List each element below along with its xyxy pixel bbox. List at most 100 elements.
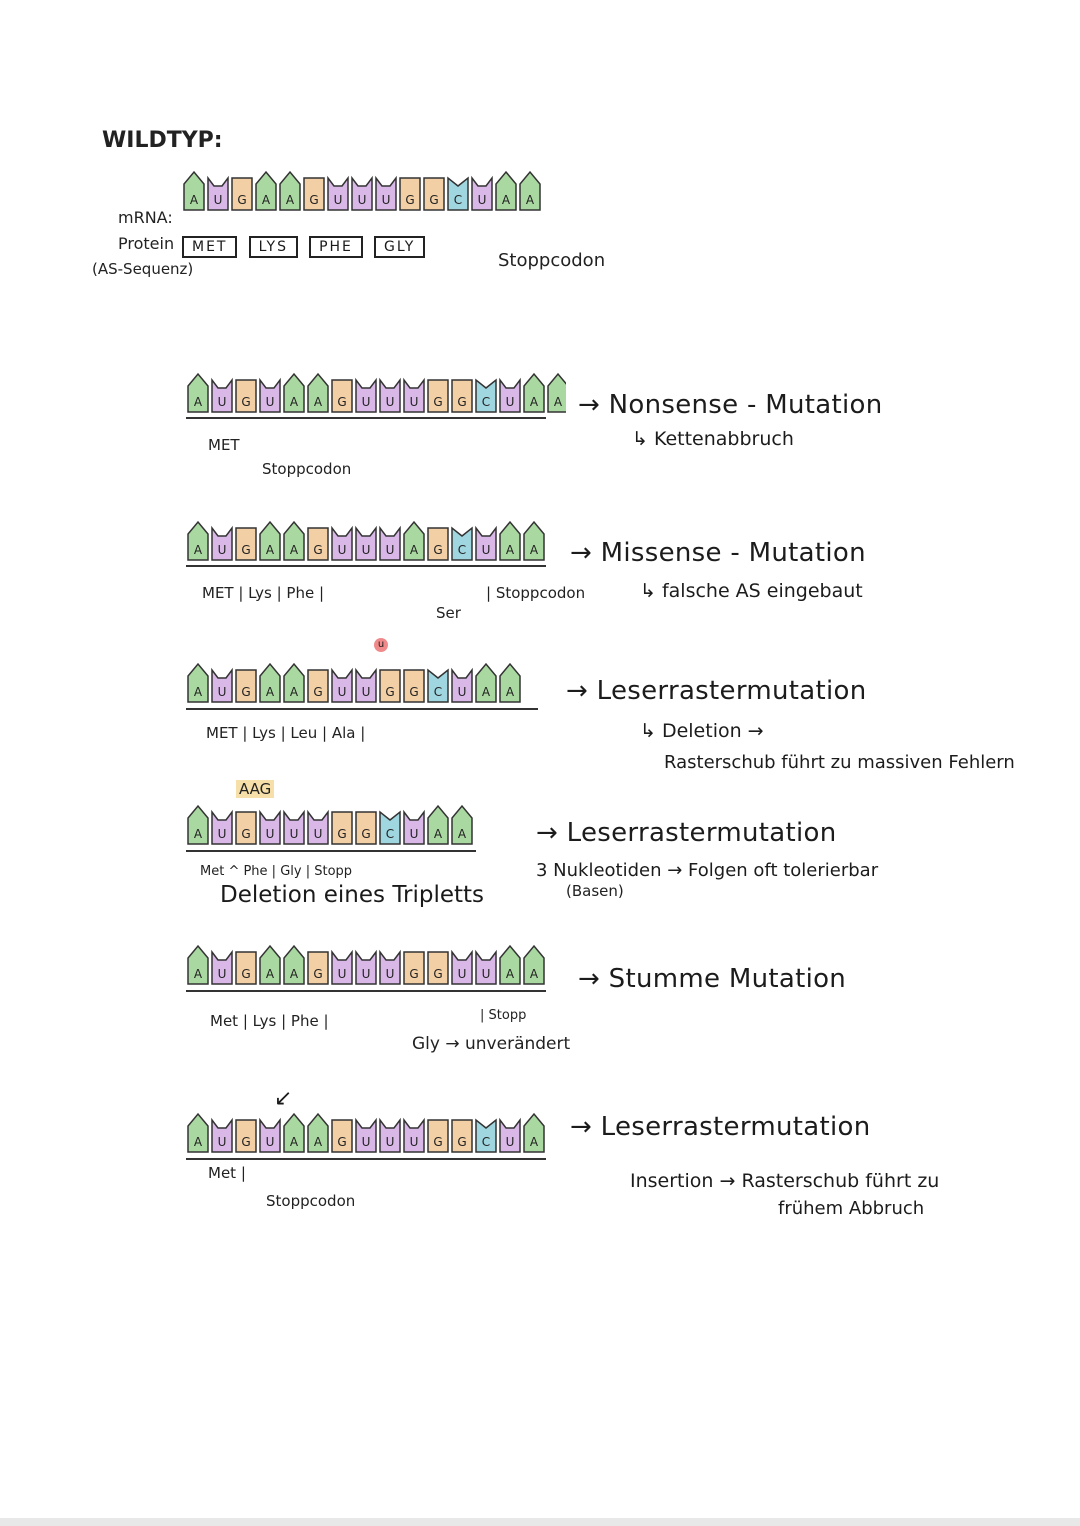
base-A: A xyxy=(475,662,497,703)
base-letter: U xyxy=(266,395,275,409)
nonsense-sub: Stoppcodon xyxy=(262,460,352,478)
base-U: U xyxy=(331,525,353,561)
base-letter: A xyxy=(290,543,299,557)
insertion-sub: Stoppcodon xyxy=(266,1192,356,1210)
protein-box: MET xyxy=(182,236,238,258)
deletion-annotation: MET | Lys | Leu | Ala | xyxy=(206,724,366,742)
base-letter: G xyxy=(241,395,250,409)
base-A: A xyxy=(283,520,305,561)
base-letter: U xyxy=(290,827,299,841)
base-U: U xyxy=(499,377,521,413)
protein-box: LYS xyxy=(248,236,298,258)
base-A: A xyxy=(187,662,209,703)
base-U: U xyxy=(259,809,281,845)
base-U: U xyxy=(211,1117,233,1153)
base-A: A xyxy=(523,944,545,985)
insertion-desc2: frühem Abbruch xyxy=(778,1198,925,1219)
base-letter: G xyxy=(409,685,418,699)
base-letter: A xyxy=(506,543,515,557)
wildtyp-stoppcodon: Stoppcodon xyxy=(498,250,606,271)
base-letter: A xyxy=(194,685,203,699)
base-letter: U xyxy=(386,1135,395,1149)
missense-sub: Ser xyxy=(436,604,461,622)
base-A: A xyxy=(187,1112,209,1153)
base-A: A xyxy=(187,372,209,413)
base-U: U xyxy=(451,949,473,985)
base-U: U xyxy=(307,809,329,845)
base-G: G xyxy=(403,669,425,703)
missense-extra: | Stoppcodon xyxy=(486,584,586,602)
mrna-label: mRNA: xyxy=(118,208,173,227)
base-A: A xyxy=(187,944,209,985)
base-letter: G xyxy=(457,1135,466,1149)
base-letter: U xyxy=(482,543,491,557)
base-A: A xyxy=(523,520,545,561)
base-A: A xyxy=(495,170,517,211)
base-A: A xyxy=(499,520,521,561)
base-letter: U xyxy=(382,193,391,207)
base-letter: C xyxy=(458,543,466,557)
base-letter: U xyxy=(362,543,371,557)
base-U: U xyxy=(211,667,233,703)
base-letter: C xyxy=(434,685,442,699)
wildtyp-proteins: MET LYS PHE GLY xyxy=(182,236,431,258)
missense-annotation: MET | Lys | Phe | xyxy=(202,584,325,602)
base-C: C xyxy=(475,378,497,413)
base-letter: C xyxy=(482,395,490,409)
base-A: A xyxy=(307,1112,329,1153)
protein-box: PHE xyxy=(309,236,363,258)
base-U: U xyxy=(375,175,397,211)
base-letter: U xyxy=(338,685,347,699)
triplet-sub: Deletion eines Tripletts xyxy=(220,882,485,908)
base-letter: A xyxy=(314,1135,323,1149)
base-letter: U xyxy=(478,193,487,207)
base-G: G xyxy=(235,1119,257,1153)
base-letter: A xyxy=(530,967,539,981)
base-letter: A xyxy=(194,1135,203,1149)
base-letter: G xyxy=(429,193,438,207)
base-U: U xyxy=(379,377,401,413)
nonsense-annotation: MET xyxy=(208,436,240,454)
nonsense-desc: ↳ Kettenabbruch xyxy=(632,428,794,450)
base-A: A xyxy=(283,944,305,985)
triplet-desc: 3 Nukleotiden → Folgen oft tolerierbar xyxy=(536,860,879,881)
silent-sub: Gly → unverändert xyxy=(412,1034,571,1054)
base-G: G xyxy=(451,1119,473,1153)
base-U: U xyxy=(403,1117,425,1153)
base-letter: U xyxy=(334,193,343,207)
base-A: A xyxy=(499,944,521,985)
base-G: G xyxy=(379,669,401,703)
base-letter: A xyxy=(194,543,203,557)
base-A: A xyxy=(523,372,545,413)
base-letter: G xyxy=(433,543,442,557)
base-letter: G xyxy=(457,395,466,409)
base-A: A xyxy=(427,804,449,845)
base-letter: U xyxy=(338,543,347,557)
base-letter: G xyxy=(237,193,246,207)
page-bottom-edge xyxy=(0,1518,1080,1526)
base-letter: A xyxy=(190,193,199,207)
base-A: A xyxy=(259,520,281,561)
insertion-arrow-icon: ↙ xyxy=(274,1086,293,1111)
base-letter: U xyxy=(214,193,223,207)
base-letter: A xyxy=(286,193,295,207)
base-letter: U xyxy=(362,395,371,409)
base-A: A xyxy=(499,662,521,703)
missense-title: → Missense - Mutation xyxy=(570,538,866,568)
deleted-triplet-marker: AAG xyxy=(236,780,275,798)
base-letter: U xyxy=(218,1135,227,1149)
base-A: A xyxy=(519,170,541,211)
base-C: C xyxy=(451,526,473,561)
base-U: U xyxy=(211,809,233,845)
base-letter: U xyxy=(218,395,227,409)
base-U: U xyxy=(331,667,353,703)
base-letter: U xyxy=(218,967,227,981)
base-U: U xyxy=(207,175,229,211)
base-letter: A xyxy=(530,395,539,409)
